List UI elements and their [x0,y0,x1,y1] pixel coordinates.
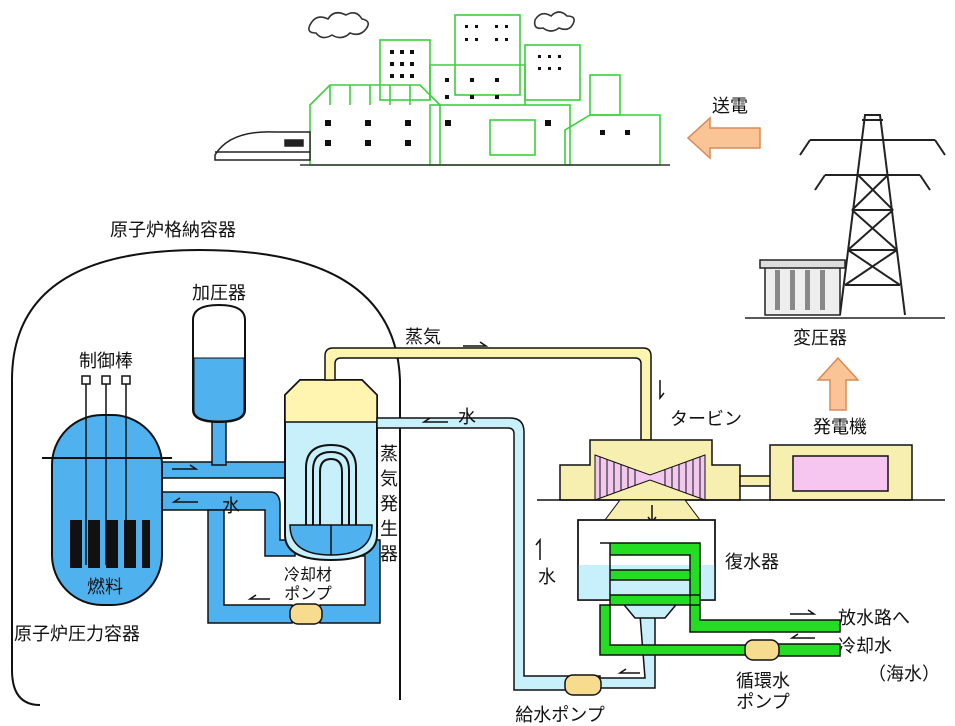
feed-water-up-arrow [535,537,541,560]
coolant-pump-label-1: 冷却材 [284,565,332,584]
city-skyline-icon [300,11,670,166]
generator-to-transformer-arrow [816,356,860,411]
cooling-water-label: 冷却水 [838,636,892,657]
containment-vessel [11,248,401,706]
steam-down-arrow [659,380,665,401]
feed-pump-arrow [617,668,640,674]
discharge-label: 放水路へ [838,608,910,629]
generator [769,444,913,501]
feed-water-side-label: 水 [538,567,556,588]
control-rods-label: 制御棒 [79,351,133,372]
svg-text:器: 器 [380,544,398,565]
transmission-tower-icon [745,114,946,319]
transmission-arrow [686,116,761,160]
transformer-icon [759,259,846,316]
primary-coolant-loop [159,409,381,624]
bullet-train-icon [214,131,311,161]
generator-label: 発電機 [813,417,867,438]
containment-label: 原子炉格納容器 [110,220,236,241]
svg-text:発: 発 [380,494,398,515]
transmission-label: 送電 [712,96,748,117]
condenser-label: 復水器 [725,552,779,573]
seawater-label: （海水） [868,664,940,685]
steam-generator-label: 蒸 気 発 生 器 [380,444,398,565]
circ-pump-label-2: ポンプ [736,692,789,713]
svg-text:気: 気 [380,469,398,490]
discharge-arrow [790,609,817,615]
steam-label: 蒸気 [405,327,441,348]
circulation-pump-icon [744,639,780,661]
cooling-in-arrow [789,633,815,639]
svg-text:蒸: 蒸 [380,444,398,465]
reactor-vessel-label: 原子炉圧力容器 [14,624,140,645]
feed-water-upper-label: 水 [458,407,476,428]
feed-water-upper-arrow [421,417,448,423]
circ-pump-label-1: 循環水 [736,671,790,692]
svg-text:生: 生 [380,519,398,540]
transformer-label: 変圧器 [793,328,847,349]
coolant-pump-icon [289,603,323,625]
feed-pump-label: 給水ポンプ [515,705,604,726]
pressurizer-label: 加圧器 [192,283,246,304]
fuel-label: 燃料 [87,577,123,598]
coolant-pump-label-2: ポンプ [284,584,332,603]
steam-flow-arrow [463,341,489,347]
steam-generator [284,379,378,562]
primary-water-label: 水 [222,496,240,517]
feed-water-line [376,417,601,691]
pressurizer [192,303,246,424]
feed-pump-icon [564,674,602,696]
turbine-housing [559,439,741,501]
fuel-rods [70,520,150,568]
turbine-label: タービン [670,409,742,430]
control-rods [81,375,131,565]
